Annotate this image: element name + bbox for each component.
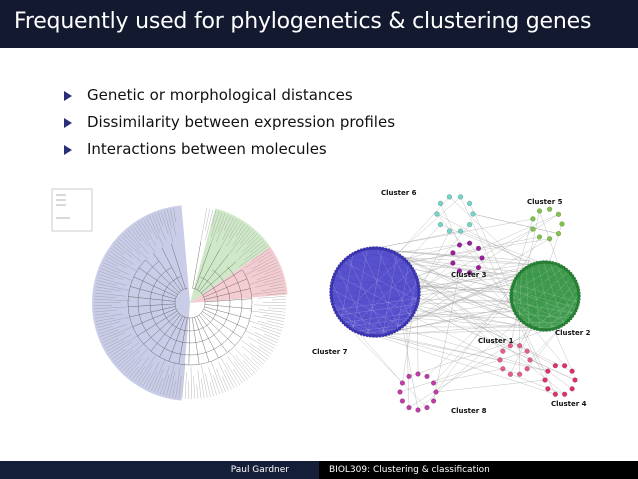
bullet-arrow-icon [64,118,72,128]
bullet-arrow-icon [64,145,72,155]
bullet-text: Interactions between molecules [87,140,327,158]
slide-title-bar: Frequently used for phylogenetics & clus… [0,0,638,48]
cluster-label: Cluster 3 [451,271,487,279]
footer-author: Paul Gardner [0,461,319,479]
interaction-network-figure: Cluster 6 Cluster 5 Cluster 3 Cluster 7 … [312,189,591,415]
cluster-label: Cluster 8 [451,407,487,415]
cluster-label: Cluster 7 [312,348,348,356]
slide-title: Frequently used for phylogenetics & clus… [14,9,592,34]
bullet-text: Genetic or morphological distances [87,86,353,104]
cluster-label: Cluster 2 [555,329,591,337]
bullet-arrow-icon [64,91,72,101]
cluster-label: Cluster 6 [381,189,417,197]
phylogenetic-tree-figure [51,188,288,401]
footer-course: BIOL309: Clustering & classification [319,461,638,479]
cluster-label: Cluster 5 [527,198,563,206]
slide-footer: Paul Gardner BIOL309: Clustering & class… [0,461,638,479]
cluster-label: Cluster 4 [551,400,587,408]
bullet-text: Dissimilarity between expression profile… [87,113,396,131]
cluster-label: Cluster 1 [478,337,514,345]
